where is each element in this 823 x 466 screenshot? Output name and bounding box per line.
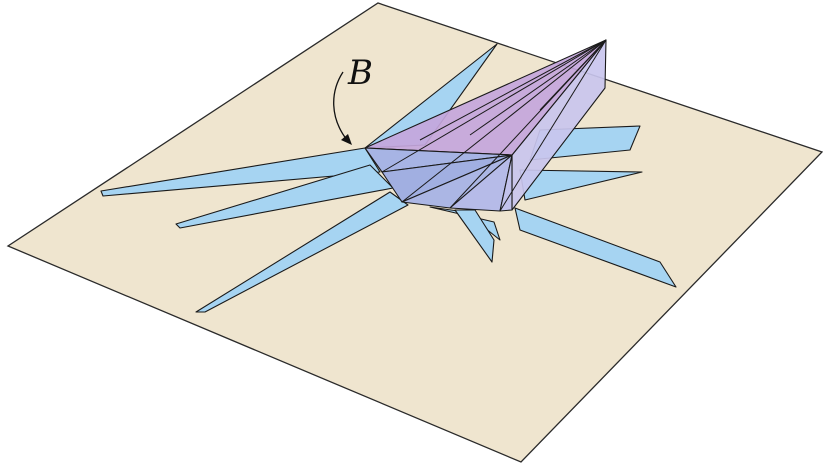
flap-far-left: [100, 147, 381, 197]
ridge-lines: [381, 39, 607, 212]
label-B-group: B: [333, 53, 373, 145]
label-pointer-arrow: [333, 71, 348, 141]
point-label-B: B: [347, 53, 373, 93]
ridge-line: [381, 39, 607, 173]
ridge-line: [539, 39, 607, 111]
ridge-line: [469, 39, 607, 136]
flap-lower-right: [514, 207, 677, 288]
ground-plane: [6, 2, 823, 463]
flap-left: [175, 164, 394, 229]
flap-bottom-mid: [454, 209, 495, 263]
faceted-body: [364, 39, 607, 212]
ridge-line: [401, 39, 607, 203]
arrow-head: [341, 134, 352, 145]
ridge-line: [499, 39, 607, 212]
ridge-line: [419, 39, 607, 141]
